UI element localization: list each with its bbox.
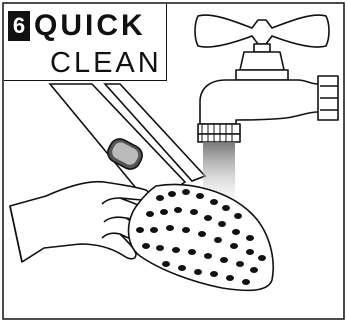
faucet-icon bbox=[195, 15, 338, 142]
step-title-box: 6 QUICK CLEAN bbox=[4, 4, 167, 81]
step-number: 6 bbox=[8, 11, 30, 41]
step-title-line2: CLEAN bbox=[50, 46, 162, 80]
step-title-line1: QUICK bbox=[34, 8, 146, 44]
